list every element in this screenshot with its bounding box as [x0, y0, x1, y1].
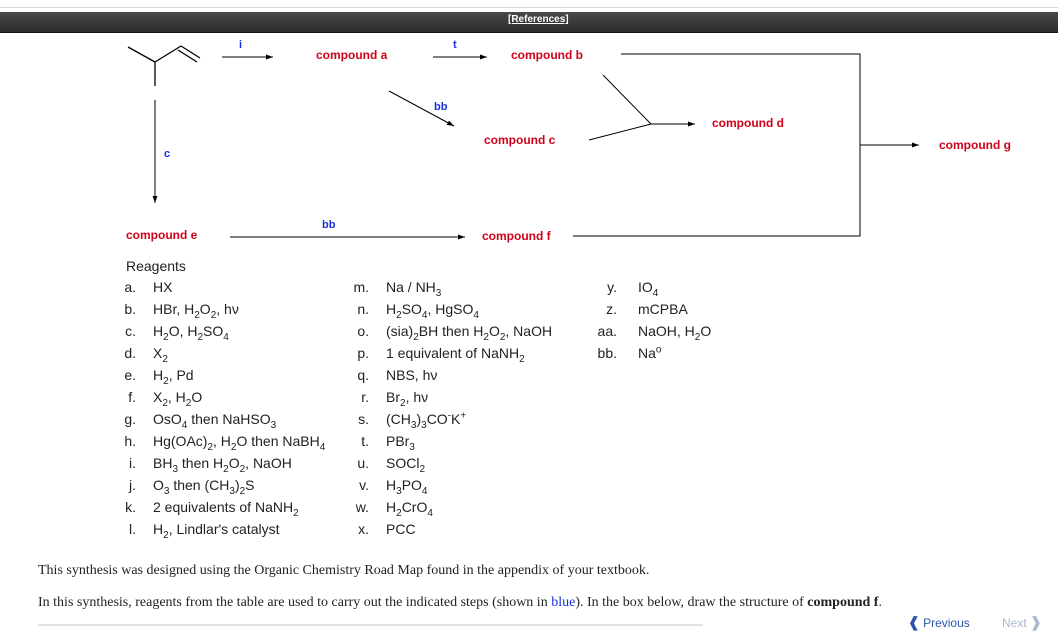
reagent-text: OsO4 then NaHSO3: [153, 411, 277, 431]
reagent-bb-label-2: bb: [322, 219, 336, 231]
reagent-text: Na / NH3: [386, 279, 442, 299]
next-label: Next: [1002, 616, 1027, 630]
reagent-letter: m.: [353, 279, 369, 295]
reagent-letter: j.: [129, 477, 136, 493]
reagent-text: PCC: [386, 521, 416, 537]
reagent-bb-label-1: bb: [434, 101, 448, 113]
reagent-letter: bb.: [597, 345, 617, 361]
compound-e-label: compound e: [126, 228, 198, 242]
reagent-text: 1 equivalent of NaNH2: [386, 345, 525, 365]
synthesis-scheme: compound a compound b compound c compoun…: [126, 39, 1011, 243]
reagent-text: mCPBA: [638, 301, 688, 317]
next-button[interactable]: Next ❱: [1002, 614, 1042, 631]
reagent-text: (sia)2BH then H2O2, NaOH: [386, 323, 553, 343]
reagent-text: X2: [153, 345, 168, 365]
reagent-letter: p.: [357, 345, 369, 361]
reagent-letter: h.: [124, 433, 136, 449]
reagent-text: IO4: [638, 279, 659, 299]
reagent-letter: z.: [606, 301, 617, 317]
reagent-text: H2O, H2SO4: [153, 323, 229, 343]
reagent-text: H3PO4: [386, 477, 428, 497]
description-line-2: In this synthesis, reagents from the tab…: [38, 595, 882, 611]
reagent-letter: b.: [124, 301, 136, 317]
compound-d-label: compound d: [712, 116, 784, 130]
reagent-letter: r.: [361, 389, 369, 405]
description-text-mid: ). In the box below, draw the structure …: [575, 595, 808, 610]
compound-f-label: compound f: [482, 229, 552, 243]
reagent-text: H2, Pd: [153, 367, 194, 387]
reagent-letter: t.: [361, 433, 369, 449]
compound-a-label: compound a: [316, 48, 388, 62]
line-c-to-d: [588, 123, 652, 141]
reagent-text: H2SO4, HgSO4: [386, 301, 479, 321]
reagent-letter: a.: [124, 279, 136, 295]
reagent-letter: q.: [357, 367, 369, 383]
answer-box-top-edge: [38, 624, 703, 626]
reagent-text: HX: [153, 279, 173, 295]
reagent-text: H2, Lindlar's catalyst: [153, 521, 280, 541]
reagent-letter: s.: [358, 411, 369, 427]
references-link[interactable]: [References]: [508, 14, 569, 25]
reagents-title: Reagents: [126, 258, 186, 274]
reagent-letter: c.: [125, 323, 136, 339]
reagent-text: NBS, hν: [386, 367, 438, 383]
reagent-text: HBr, H2O2, hν: [153, 301, 239, 321]
reagent-text: BH3 then H2O2, NaOH: [153, 455, 292, 475]
reagent-letter: o.: [357, 323, 369, 339]
previous-button[interactable]: ❰ Previous: [908, 614, 970, 631]
top-divider: [0, 7, 1058, 8]
reagent-letter: aa.: [597, 323, 617, 339]
reagent-letter: e.: [124, 367, 136, 383]
reagent-text: SOCl2: [386, 455, 426, 475]
reagent-letter: k.: [125, 499, 136, 515]
reagent-letter: l.: [129, 521, 136, 537]
reagent-letter: u.: [357, 455, 369, 471]
reagent-c-label: c: [164, 148, 170, 160]
description-blue-word: blue: [551, 595, 576, 610]
description-target-compound: compound f: [807, 595, 879, 610]
line-b-to-d: [602, 74, 652, 125]
reagent-letter: w.: [355, 499, 369, 515]
reagent-letter: i.: [129, 455, 136, 471]
reagent-text: (CH3)3CO-K+: [386, 410, 467, 431]
reagent-text: X2, H2O: [153, 389, 203, 409]
reagent-text: 2 equivalents of NaNH2: [153, 499, 299, 519]
reagent-letter: d.: [124, 345, 136, 361]
description-text: In this synthesis, reagents from the tab…: [38, 595, 552, 610]
references-bar: [References]: [0, 12, 1058, 33]
compound-c-label: compound c: [484, 133, 556, 147]
reagent-letter: g.: [124, 411, 136, 427]
reagent-text: Nao: [638, 344, 662, 361]
reagent-letter: x.: [358, 521, 369, 537]
starting-material-structure: [127, 45, 201, 86]
reagent-i-label: i: [239, 39, 242, 51]
reagent-text: NaOH, H2O: [638, 323, 712, 343]
reagent-text: PBr3: [386, 433, 415, 453]
description-period: .: [878, 595, 882, 610]
reagent-text: Br2, hν: [386, 389, 429, 409]
reagent-text: Hg(OAc)2, H2O then NaBH4: [153, 433, 326, 453]
reagent-text: H2CrO4: [386, 499, 433, 519]
compound-g-label: compound g: [939, 138, 1011, 152]
reagent-letter: n.: [357, 301, 369, 317]
description-line-1: This synthesis was designed using the Or…: [38, 563, 650, 578]
chevron-left-icon: ❰: [908, 614, 920, 630]
reagent-letter: y.: [607, 279, 617, 295]
reagent-letter: v.: [359, 477, 369, 493]
reagent-t-label: t: [453, 39, 457, 51]
reagent-letter: f.: [128, 389, 136, 405]
top-strip: [0, 0, 1058, 8]
bracket-b-f-to-g: [573, 53, 861, 237]
previous-label: Previous: [923, 616, 970, 630]
compound-b-label: compound b: [511, 48, 583, 62]
chevron-right-icon: ❱: [1030, 614, 1042, 630]
arrow-a-to-c: [388, 90, 455, 127]
reagent-text: O3 then (CH3)2S: [153, 477, 255, 497]
